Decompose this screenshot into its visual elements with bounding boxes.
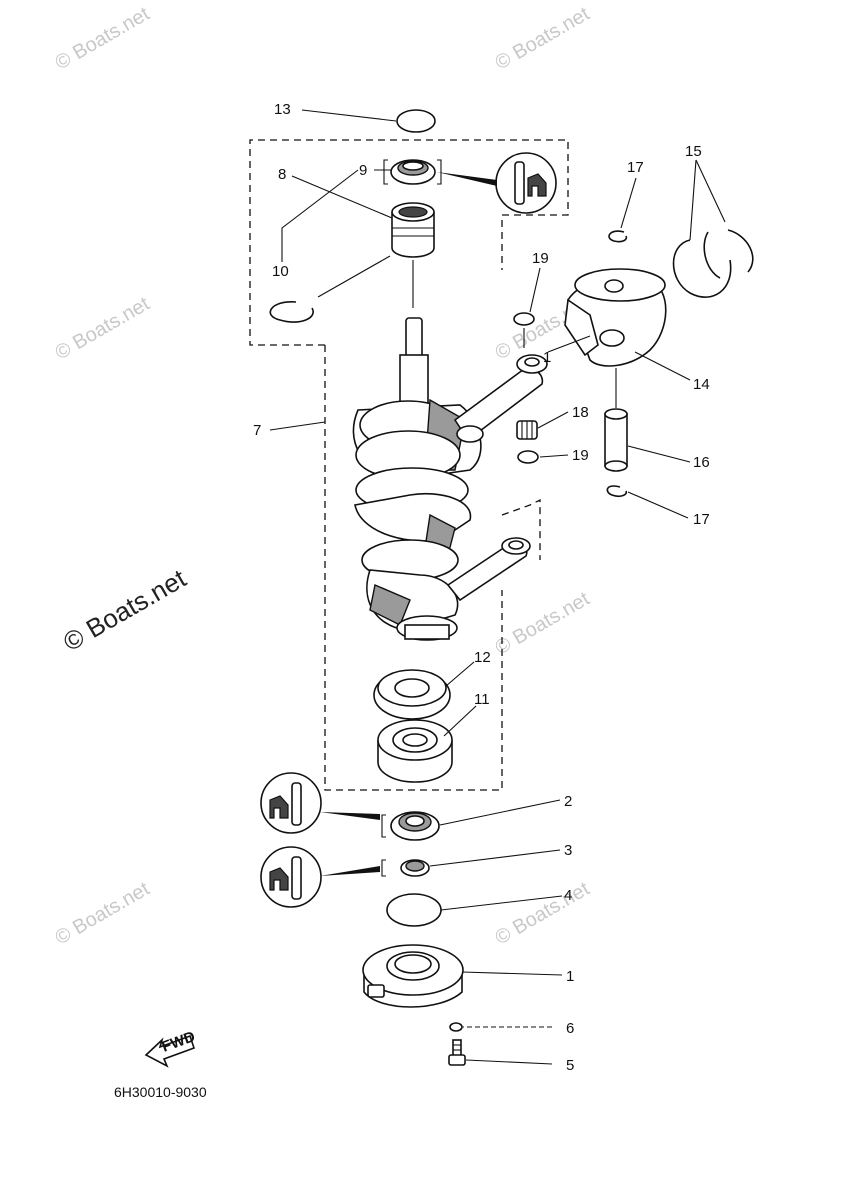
oil-seal-2	[390, 811, 440, 841]
grease-apply-icon	[260, 772, 380, 834]
connecting-rod-lower	[446, 537, 531, 602]
callout-3: 3	[564, 842, 572, 859]
callout-6: 6	[566, 1020, 574, 1037]
piston-pin-16	[604, 408, 628, 472]
oil-seal-12	[373, 669, 451, 720]
callout-15: 15	[685, 143, 702, 160]
circlip-10	[269, 301, 314, 323]
crankshaft-7	[352, 317, 482, 641]
ball-bearing-11	[377, 719, 453, 783]
callout-12: 12	[474, 649, 491, 666]
watermark: © Boats.net	[52, 293, 154, 365]
oil-seal-9	[390, 159, 436, 185]
callout-10: 10	[272, 263, 289, 280]
piston-rings-15	[672, 229, 754, 298]
callout-4: 4	[564, 887, 572, 904]
thrust-washer-19-upper	[513, 312, 535, 326]
watermark: © Boats.net	[492, 878, 594, 950]
o-ring-4	[386, 893, 442, 927]
callout-8: 8	[278, 166, 286, 183]
watermark: © Boats.net	[52, 3, 154, 75]
watermark: © Boats.net	[492, 3, 594, 75]
callout-7: 7	[253, 422, 261, 439]
needle-bearing-18	[516, 420, 538, 440]
watermarks: © Boats.net © Boats.net © Boats.net © Bo…	[52, 3, 594, 950]
watermark-large: © Boats.net	[58, 563, 192, 657]
o-ring-13	[396, 109, 436, 133]
bolt-5	[448, 1039, 466, 1066]
callout-labels: 13 9 8 10 7 17 15 19 1 14 18 19 16 17 12…	[253, 101, 710, 1074]
diagram-code: 6H30010-9030	[114, 1084, 207, 1100]
callout-13: 13	[274, 101, 291, 118]
callout-17-upper: 17	[627, 159, 644, 176]
bearing-8	[391, 202, 435, 258]
assembly-boundary	[249, 139, 569, 791]
callout-9: 9	[359, 162, 367, 179]
watermark: © Boats.net	[52, 878, 154, 950]
callout-2: 2	[564, 793, 572, 810]
leader-lines	[269, 109, 726, 1065]
connecting-rod-upper	[453, 354, 548, 443]
callout-1-upper: 1	[543, 349, 551, 366]
callout-5: 5	[566, 1057, 574, 1074]
watermark: © Boats.net	[492, 588, 594, 660]
washer-6	[449, 1022, 463, 1032]
circlip-17-upper	[608, 230, 628, 243]
circlip-17-lower	[606, 485, 628, 498]
piston-14	[564, 268, 667, 367]
callout-16: 16	[693, 454, 710, 471]
callout-18: 18	[572, 404, 589, 421]
grease-apply-icon	[260, 846, 380, 908]
callout-14: 14	[693, 376, 710, 393]
callout-1-lower: 1	[566, 968, 574, 985]
grease-apply-icon	[437, 152, 557, 214]
lower-housing-1	[362, 944, 464, 1008]
brackets	[381, 159, 442, 877]
oil-seal-3	[400, 859, 430, 877]
callout-11: 11	[474, 691, 490, 708]
fwd-arrow-icon: FWD	[144, 1028, 198, 1068]
callout-19-upper: 19	[532, 250, 549, 267]
callout-19-lower: 19	[572, 447, 589, 464]
callout-17-lower: 17	[693, 511, 710, 528]
thrust-washer-19-lower	[517, 450, 539, 464]
